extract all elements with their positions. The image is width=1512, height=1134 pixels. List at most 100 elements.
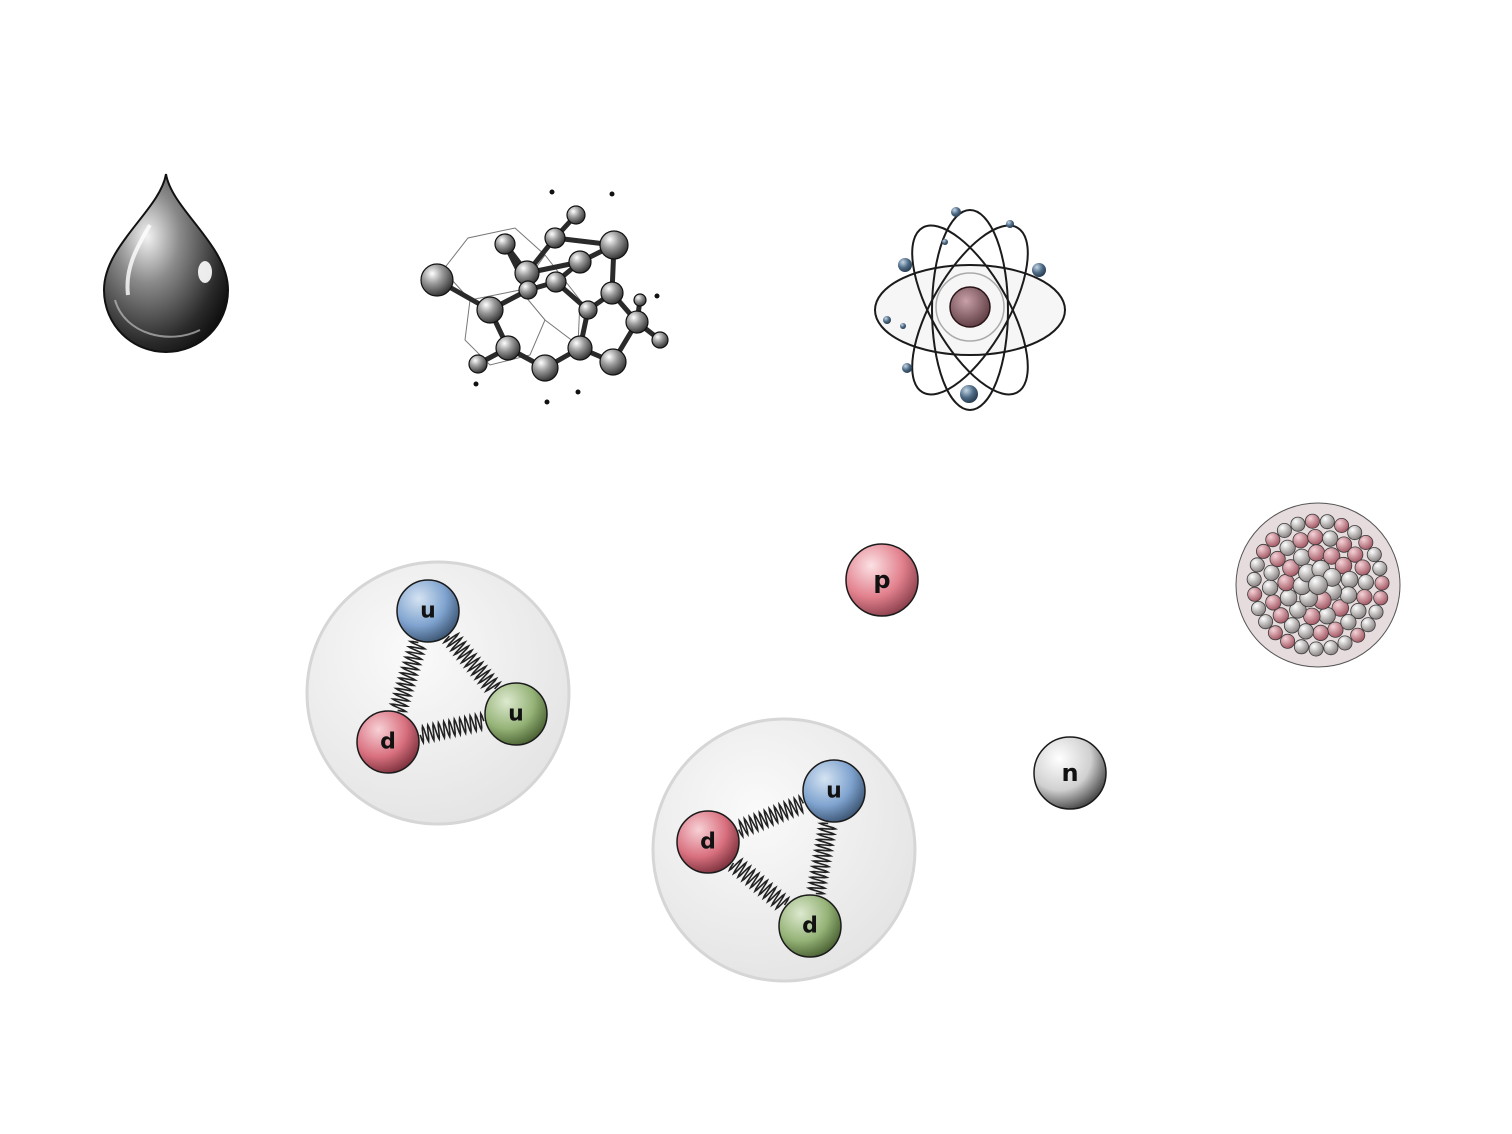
- molecule-atom: [567, 335, 593, 361]
- atom-nucleus: [949, 286, 991, 328]
- molecule-atom: [599, 230, 629, 260]
- nucleus-neutron-ball: [1308, 641, 1324, 657]
- molecule-end-dot: [544, 399, 550, 405]
- nucleus-neutron-ball: [1319, 514, 1335, 530]
- spring-coil: [419, 710, 485, 746]
- spring-coil: [805, 822, 839, 895]
- nucleus-neutron-ball: [1366, 547, 1382, 563]
- nucleus-proton-ball: [1334, 518, 1350, 534]
- nucleus-proton-ball: [1374, 575, 1390, 591]
- nucleus-neutron-ball: [1289, 601, 1307, 619]
- quark-up: u: [802, 759, 866, 823]
- nucleus-proton-ball: [1373, 590, 1389, 606]
- spring-coil: [737, 793, 805, 840]
- nucleus-proton-ball: [1358, 535, 1374, 551]
- nucleus-proton-ball: [1307, 544, 1326, 562]
- gluon-springs: [388, 631, 503, 746]
- molecule-end-dot: [654, 293, 660, 299]
- nucleus-neutron-ball: [1249, 557, 1265, 573]
- quark-up: u: [484, 682, 548, 746]
- quark-label: d: [700, 830, 716, 855]
- nucleus-proton-ball: [1277, 573, 1295, 592]
- molecule-atom: [468, 354, 488, 374]
- nucleus-neutron-ball: [1323, 640, 1339, 656]
- atom-icon: [874, 207, 1066, 411]
- nucleus-neutron-ball: [1372, 560, 1388, 576]
- molecule-atom: [545, 271, 567, 293]
- molecule-atom: [599, 348, 627, 376]
- nucleus-neutron-ball: [1251, 601, 1267, 617]
- molecule-end-dot: [609, 191, 615, 197]
- quark-label: d: [802, 914, 818, 939]
- nucleus-proton-ball: [1354, 559, 1371, 576]
- nucleus-neutron-ball: [1347, 525, 1363, 541]
- nucleus-neutron-ball: [1339, 586, 1358, 604]
- molecule-icon: [420, 189, 669, 405]
- nucleus-neutron-ball: [1340, 571, 1359, 589]
- nucleus-proton-ball: [1256, 543, 1272, 559]
- nucleus-proton-ball: [1265, 532, 1281, 548]
- water-drop-icon: [102, 173, 230, 354]
- nucleus-proton-ball: [1280, 633, 1296, 649]
- molecule-atom: [625, 310, 649, 334]
- molecule-atom: [495, 335, 521, 361]
- nucleus-neutron-ball: [1290, 516, 1306, 532]
- molecule-atom: [518, 280, 538, 300]
- nucleus-neutron-ball: [1350, 602, 1367, 620]
- nucleus-neutron-ball: [1337, 635, 1353, 651]
- quark-label: d: [380, 730, 396, 755]
- molecule-atom: [600, 281, 624, 305]
- proton-particle: p: [845, 543, 919, 617]
- nucleus-neutron-ball: [1297, 623, 1314, 640]
- quark-label: u: [420, 599, 436, 624]
- nucleus-proton-ball: [1347, 546, 1364, 563]
- electron-group: [883, 207, 1046, 403]
- nucleus-neutron-ball: [1293, 639, 1309, 655]
- molecule-atom: [420, 263, 454, 297]
- spring-coil: [727, 857, 791, 911]
- nucleus-neutron-ball: [1293, 548, 1311, 567]
- nucleus-neutron-ball: [1279, 539, 1296, 556]
- molecule-atom: [633, 293, 647, 307]
- nucleus-neutron-ball: [1276, 523, 1292, 539]
- nucleus-proton-ball: [1322, 547, 1341, 565]
- nucleus-proton-ball: [1267, 625, 1283, 641]
- proton-quark-model: u d u: [305, 560, 571, 826]
- nucleus-proton-ball: [1304, 513, 1320, 529]
- nucleus-neutron-ball: [1283, 617, 1301, 634]
- nucleus-icon: [1235, 502, 1401, 668]
- nucleus-neutron-ball: [1318, 607, 1336, 625]
- nucleus-neutron-ball: [1340, 614, 1357, 631]
- molecule-atom: [476, 296, 504, 324]
- nucleus-neutron-ball: [1263, 564, 1280, 581]
- nucleus-neutron-ball: [1322, 530, 1339, 547]
- quark-down: d: [778, 894, 842, 958]
- quark-down: d: [676, 810, 740, 874]
- proton-label: p: [873, 566, 890, 594]
- neutron-quark-model: u d d: [651, 717, 917, 983]
- gluon-springs: [727, 793, 839, 911]
- molecule-atom: [531, 354, 559, 382]
- molecule-atom: [494, 233, 516, 255]
- nucleus-neutron-ball: [1262, 579, 1279, 596]
- molecule-atom: [651, 331, 669, 349]
- molecule-end-dot: [575, 389, 581, 395]
- quark-up: u: [396, 579, 460, 643]
- nucleus-proton-ball: [1282, 559, 1300, 577]
- molecule-atom: [544, 227, 566, 249]
- nucleus-neutron-ball: [1279, 589, 1298, 607]
- molecule-atom: [566, 205, 586, 225]
- quark-down: d: [356, 710, 420, 774]
- spring-coil: [441, 631, 503, 694]
- molecule-atom: [578, 300, 598, 320]
- nucleus-neutron-ball: [1368, 604, 1384, 620]
- nucleus-proton-ball: [1247, 586, 1263, 602]
- neutron-particle: n: [1033, 736, 1107, 810]
- molecule-atom: [568, 250, 592, 274]
- nucleus-proton-ball: [1312, 624, 1329, 642]
- nucleus-neutron-ball: [1258, 614, 1274, 630]
- molecule-end-dot: [549, 189, 555, 195]
- spring-coil: [388, 640, 428, 713]
- nucleus-neutron-ball: [1308, 575, 1328, 595]
